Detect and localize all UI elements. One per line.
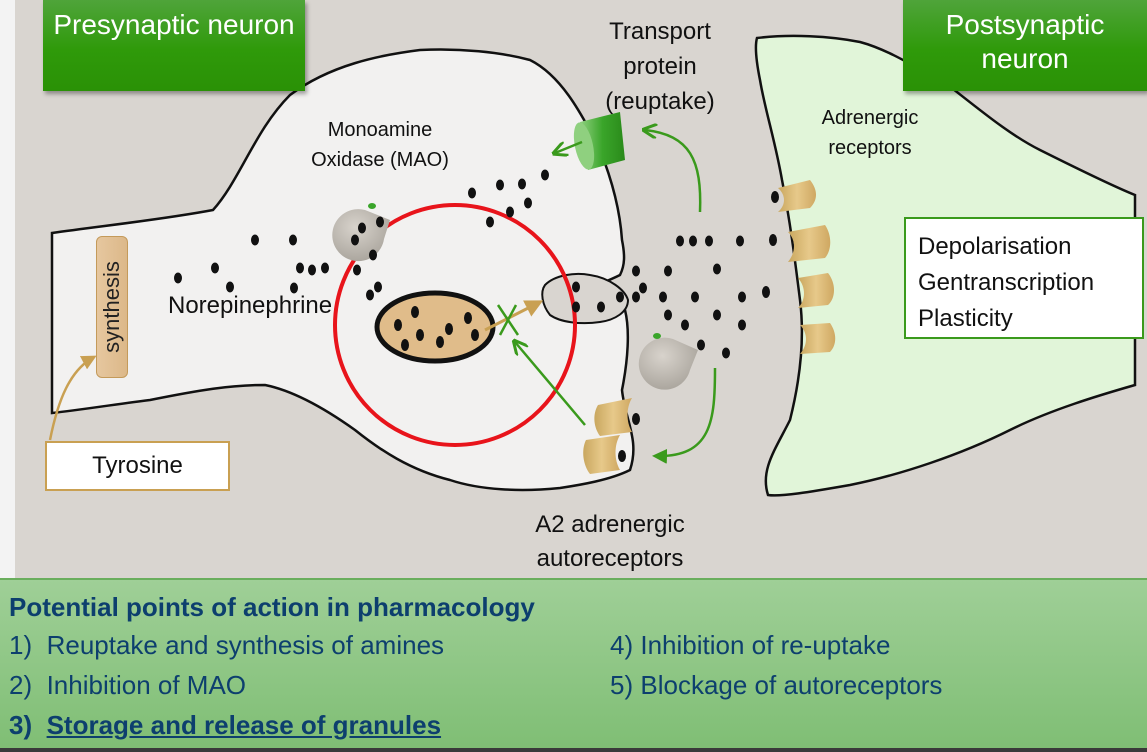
item-number: 4): [610, 630, 634, 660]
postsynaptic-title-text: Postsynaptic neuron: [945, 9, 1105, 74]
cleft-molecules: [572, 235, 746, 359]
pharmacology-panel: Potential points of action in pharmacolo…: [0, 578, 1147, 750]
synthesis-label: synthesis: [99, 261, 124, 353]
label-line: A2 adrenergic: [535, 511, 685, 538]
postsynaptic-effects-box: Depolarisation Gentranscription Plastici…: [904, 217, 1144, 339]
autoreceptor-arrow: [652, 367, 717, 464]
item-number: 1): [9, 630, 33, 660]
item-number: 5): [610, 670, 634, 700]
label-line: Monoamine: [327, 119, 433, 141]
transport-protein-label: Transport protein (reuptake): [560, 14, 760, 119]
release-arrow: [484, 300, 544, 332]
label-line: Oxidase (MAO): [311, 149, 449, 171]
adrenergic-receptor-icon: [762, 273, 834, 308]
label-line: protein: [623, 53, 697, 80]
norepinephrine-label: Norepinephrine: [168, 292, 333, 319]
adrenergic-receptor-icon: [800, 323, 836, 354]
slide-left-margin: [0, 0, 15, 580]
pharmacology-title: Potential points of action in pharmacolo…: [9, 592, 535, 622]
adrenergic-receptor-icon: [769, 225, 831, 262]
autoreceptors-label: A2 adrenergic autoreceptors: [500, 508, 720, 576]
item-number: 2): [9, 670, 33, 700]
item-text: Reuptake and synthesis of amines: [46, 630, 445, 660]
effect-item: Depolarisation: [918, 233, 1072, 260]
label-line: receptors: [828, 137, 912, 159]
mao-label: Monoamine Oxidase (MAO): [280, 115, 480, 175]
label-line: Adrenergic: [821, 107, 919, 129]
pharmacology-item: 4) Inhibition of re-uptake: [610, 630, 890, 661]
item-text: Inhibition of MAO: [46, 670, 247, 700]
postsynaptic-neuron-title: Postsynaptic neuron: [903, 0, 1147, 91]
item-text: Blockage of autoreceptors: [640, 670, 943, 700]
highlight-circle: [333, 203, 577, 447]
item-text: Inhibition of re-uptake: [640, 630, 891, 660]
slide-bottom-bar: [0, 748, 1147, 752]
synapse-diagram: [48, 34, 1137, 497]
granule-molecules: [394, 306, 479, 351]
tyrosine-box: Tyrosine: [45, 441, 230, 491]
presynaptic-neuron-title: Presynaptic neuron: [43, 0, 305, 91]
label-line: autoreceptors: [536, 545, 684, 572]
reuptake-arrow-in: [645, 130, 702, 213]
pharmacology-item-highlighted: 3) Storage and release of granules: [9, 710, 441, 741]
label-line: Transport: [609, 18, 711, 45]
mao-enzyme-icon: [638, 333, 698, 390]
autoreceptor-inhibition-arrow: [515, 342, 586, 426]
adrenergic-receptor-icon: [771, 180, 816, 212]
tyrosine-arrow: [48, 355, 97, 441]
block-x-icon: [496, 304, 520, 336]
pharmacology-item: 5) Blockage of autoreceptors: [610, 670, 942, 701]
label-line: (reuptake): [605, 88, 715, 115]
effect-item: Gentranscription: [918, 269, 1095, 296]
item-number: 3): [9, 710, 33, 740]
adrenergic-receptors-label: Adrenergic receptors: [790, 103, 950, 163]
mao-enzyme-icon: [332, 203, 390, 262]
pharmacology-item: 1) Reuptake and synthesis of amines: [9, 630, 444, 661]
effect-item: Plasticity: [918, 305, 1013, 332]
presynaptic-title-text: Presynaptic neuron: [53, 9, 295, 40]
norepinephrine-molecules: [174, 169, 549, 301]
autoreceptor-icon: [594, 398, 640, 436]
synthesis-box: synthesis: [96, 236, 128, 378]
item-text: Storage and release of granules: [46, 710, 442, 740]
vesicle-bulge: [541, 272, 630, 325]
autoreceptor-icon: [583, 435, 626, 474]
transport-protein-icon: [573, 112, 625, 170]
reuptake-arrow-out: [555, 140, 583, 153]
pharmacology-item: 2) Inhibition of MAO: [9, 670, 246, 701]
